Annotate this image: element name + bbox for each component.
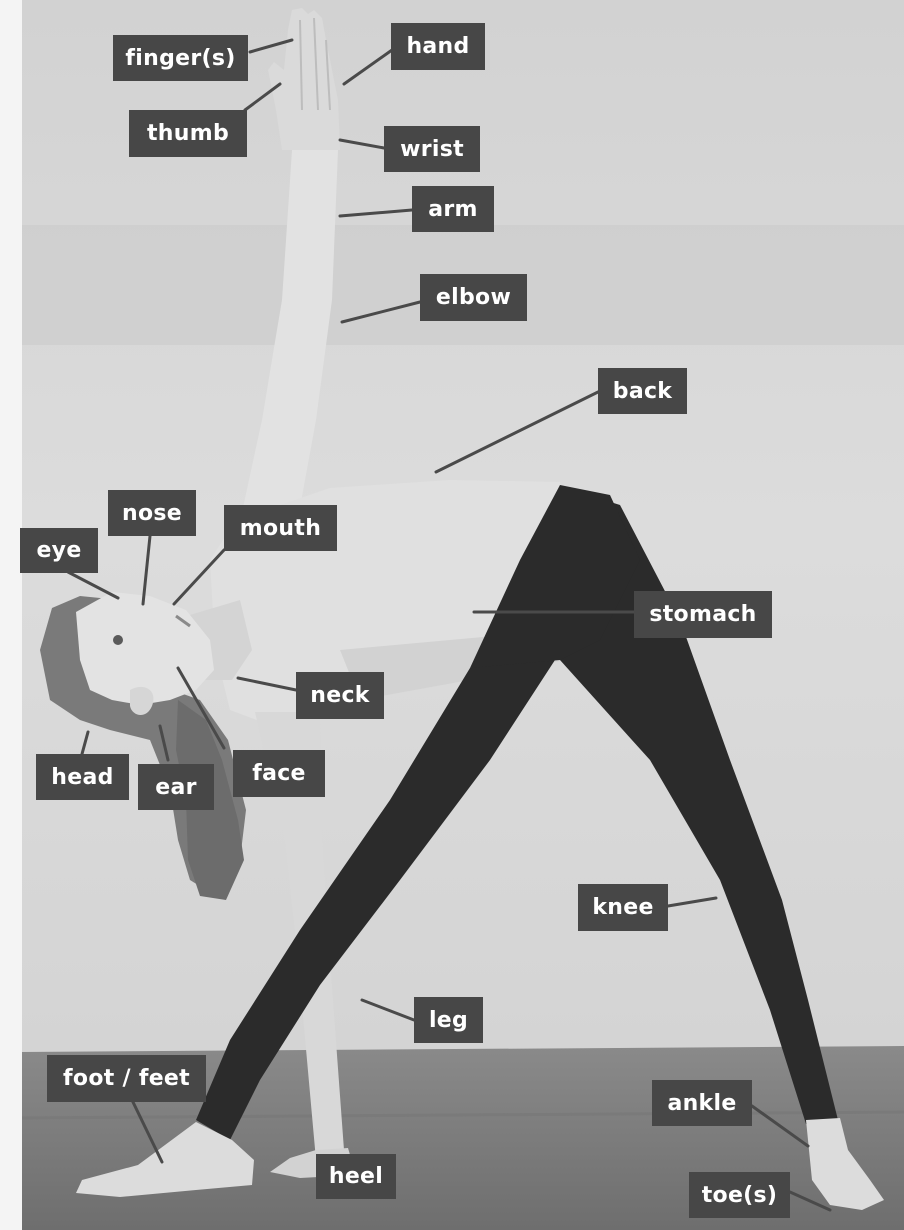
- label-finger: finger(s): [113, 35, 248, 81]
- label-hand: hand: [391, 23, 485, 70]
- eye-shape: [113, 635, 123, 645]
- label-eye: eye: [20, 528, 98, 573]
- label-ear: ear: [138, 764, 214, 810]
- label-nose: nose: [108, 490, 196, 536]
- label-back: back: [598, 368, 687, 414]
- label-heel: heel: [316, 1154, 396, 1199]
- label-leg: leg: [414, 997, 483, 1043]
- label-mouth: mouth: [224, 505, 337, 551]
- label-foot: foot / feet: [47, 1055, 206, 1102]
- label-neck: neck: [296, 672, 384, 719]
- label-wrist: wrist: [384, 126, 480, 172]
- left-page-margin: [0, 0, 22, 1230]
- label-arm: arm: [412, 186, 494, 232]
- label-head: head: [36, 754, 129, 800]
- label-face: face: [233, 750, 325, 797]
- label-elbow: elbow: [420, 274, 527, 321]
- label-stomach: stomach: [634, 591, 772, 638]
- label-ankle: ankle: [652, 1080, 752, 1126]
- label-toe: toe(s): [689, 1172, 790, 1218]
- label-knee: knee: [578, 884, 668, 931]
- label-thumb: thumb: [129, 110, 247, 157]
